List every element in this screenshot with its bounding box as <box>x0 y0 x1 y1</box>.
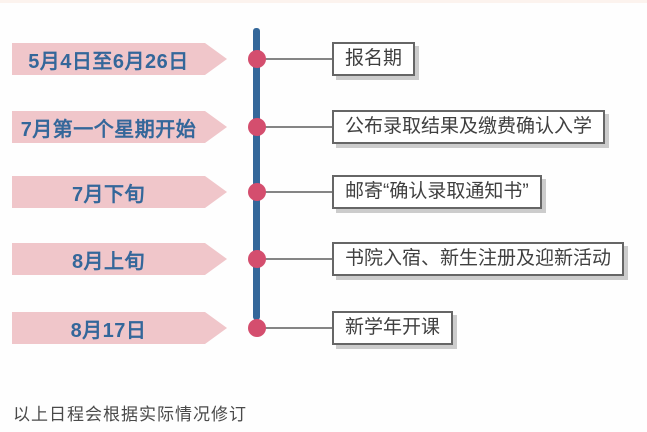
event-box: 书院入宿、新生注册及迎新活动 <box>332 242 625 276</box>
timeline-dot <box>248 319 266 337</box>
event-box: 报名期 <box>332 42 416 76</box>
connector-line <box>258 191 334 193</box>
connector-line <box>258 327 334 329</box>
footnote: 以上日程会根据实际情况修订 <box>13 405 247 424</box>
date-arrow-label: 5月4日至6月26日 <box>12 43 227 75</box>
connector-line <box>258 58 334 60</box>
event-box: 新学年开课 <box>332 311 454 345</box>
date-arrow-label: 8月上旬 <box>12 243 227 275</box>
connector-line <box>258 258 334 260</box>
date-arrow-label: 8月17日 <box>12 312 227 344</box>
date-arrow-label: 7月下旬 <box>12 176 227 208</box>
timeline-dot <box>248 183 266 201</box>
timeline-dot <box>248 50 266 68</box>
event-box: 邮寄“确认录取通知书” <box>332 175 542 209</box>
date-arrow-label: 7月第一个星期开始 <box>12 111 227 143</box>
event-box: 公布录取结果及缴费确认入学 <box>332 110 606 144</box>
connector-line <box>258 126 334 128</box>
timeline-axis <box>253 28 260 320</box>
timeline-dot <box>248 118 266 136</box>
timeline-dot <box>248 250 266 268</box>
top-edge-strip <box>0 0 647 3</box>
